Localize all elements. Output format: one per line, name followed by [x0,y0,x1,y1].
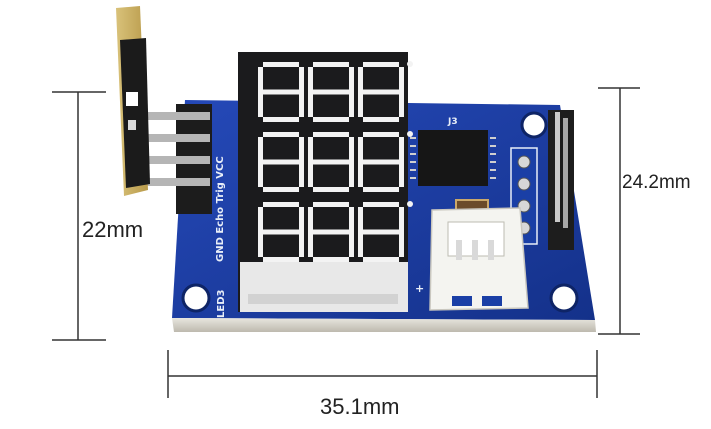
digit-segment [399,137,404,162]
digit-segment [363,257,399,262]
digit-segment [358,137,363,162]
digit-segment [313,132,349,137]
digit-segment [313,62,349,67]
sensor-module [116,6,150,196]
digit-segment [399,232,404,257]
digit-segment [258,67,263,92]
digit-segment [263,89,299,95]
digit-segment [313,159,349,165]
digit-segment [313,187,349,192]
jst-connector: + [415,207,529,311]
mounting-hole [549,283,579,313]
width-dimension-bottom: 35.1mm [320,394,400,419]
digit-segment [349,67,354,92]
digit-segment [308,137,313,162]
digit-segment [263,257,299,262]
digit-segment [299,232,304,257]
digit-segment [358,162,363,187]
digit-segment [313,89,349,95]
digit-segment [308,67,313,92]
digit-segment [308,232,313,257]
digit-segment [299,162,304,187]
digit-segment [363,89,399,95]
decimal-point [407,131,413,137]
height-dimension-left: 22mm [82,217,144,242]
digit-segment [349,137,354,162]
digit-segment [308,92,313,117]
digit-segments [258,61,413,262]
digit-segment [313,229,349,235]
digit-segment [313,202,349,207]
digit-segment [263,159,299,165]
digit-segment [363,202,399,207]
digit-segment [263,117,299,122]
pin-labels: GND Echo Trig VCC [215,156,226,262]
digit-segment [399,92,404,117]
digit-segment [263,229,299,235]
digit-segment [349,207,354,232]
digit-segment [263,132,299,137]
digit-segment [258,92,263,117]
digit-segment [358,232,363,257]
digit-segment [399,162,404,187]
mounting-hole [520,111,548,139]
digit-segment [363,62,399,67]
digit-segment [258,162,263,187]
digit-segment [308,162,313,187]
digit-segment [258,137,263,162]
decimal-point [407,201,413,207]
mounting-hole [181,283,211,313]
digit-segment [363,229,399,235]
chip-label: J3 [447,117,458,127]
digit-segment [313,117,349,122]
digit-segment [299,92,304,117]
plus-label: + [415,282,424,295]
digit-segment [358,67,363,92]
digit-segment [363,159,399,165]
digit-segment [349,232,354,257]
digit-segment [263,62,299,67]
digit-segment [349,92,354,117]
digit-segment [399,67,404,92]
led-label: LED3 [216,289,227,318]
digit-segment [299,67,304,92]
digit-segment [263,187,299,192]
digit-segment [299,207,304,232]
dimension-lines [52,87,640,398]
digit-segment [258,232,263,257]
digit-segment [299,137,304,162]
right-pin-header [510,110,574,250]
digit-segment [258,207,263,232]
digit-segment [308,207,313,232]
digit-segment [358,207,363,232]
digit-segment [363,117,399,122]
decimal-point [407,61,413,67]
digit-segment [358,92,363,117]
digit-segment [363,187,399,192]
digit-segment [363,132,399,137]
digit-segment [349,162,354,187]
digit-segment [263,202,299,207]
left-pin-header [140,104,212,214]
seven-segment-display [238,52,413,312]
height-dimension-right: 24.2mm [622,172,691,193]
digit-segment [313,257,349,262]
digit-segment [399,207,404,232]
